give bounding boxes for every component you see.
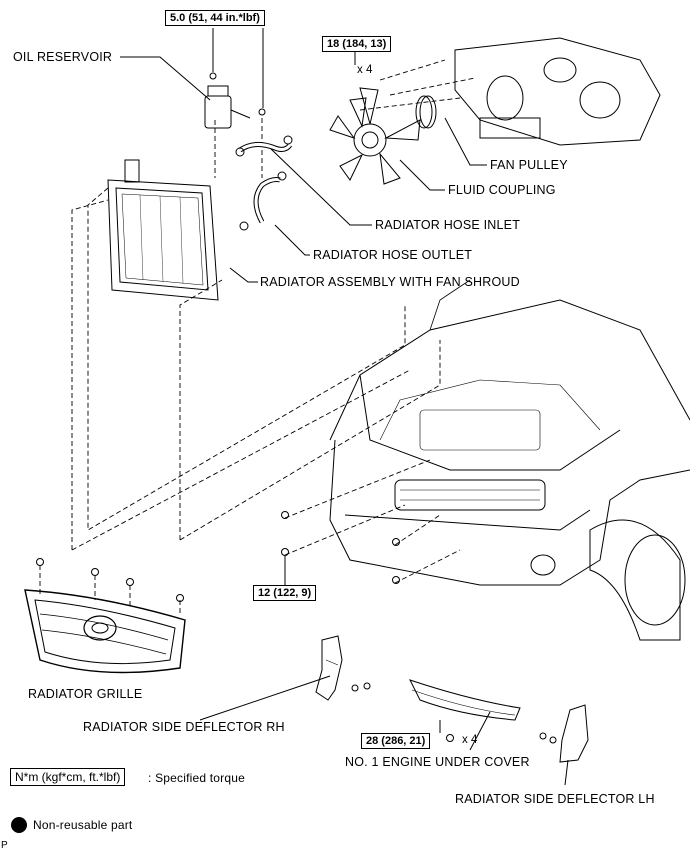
side-deflector-rh-part xyxy=(315,635,343,701)
figure-code: P xyxy=(1,840,8,851)
engine-outline xyxy=(454,37,661,146)
legend-torque-text: : Specified torque xyxy=(148,771,245,785)
fan-pulley-part xyxy=(415,95,437,129)
label-engine-under-cover: NO. 1 ENGINE UNDER COVER xyxy=(345,755,530,769)
label-radiator-hose-inlet: RADIATOR HOSE INLET xyxy=(375,218,521,232)
torque-fan-nut: 18 (184, 13) xyxy=(322,36,392,52)
legend-torque-box: N*m (kgf*cm, ft.*lbf) xyxy=(10,768,126,786)
oil-reservoir-part xyxy=(204,72,266,129)
non-reusable-marker xyxy=(11,817,27,833)
bolts xyxy=(36,511,557,744)
under-cover-quantity: x 4 xyxy=(462,734,478,746)
torque-under-cover: 28 (286, 21) xyxy=(361,733,431,749)
fan-nut-quantity: x 4 xyxy=(357,64,373,76)
projection-lines xyxy=(39,59,476,615)
legend-non-reusable-text: Non-reusable part xyxy=(33,818,133,832)
leader-lines xyxy=(120,28,569,786)
vehicle-outline xyxy=(329,279,690,641)
fan-part xyxy=(329,87,421,185)
label-radiator-assembly: RADIATOR ASSEMBLY WITH FAN SHROUD xyxy=(260,275,520,289)
radiator-part xyxy=(107,159,219,301)
torque-oil-reservoir: 5.0 (51, 44 in.*lbf) xyxy=(165,10,265,26)
label-radiator-hose-outlet: RADIATOR HOSE OUTLET xyxy=(313,248,473,262)
label-side-deflector-lh: RADIATOR SIDE DEFLECTOR LH xyxy=(455,792,655,806)
label-side-deflector-rh: RADIATOR SIDE DEFLECTOR RH xyxy=(83,720,285,734)
hoses xyxy=(235,135,293,231)
label-radiator-grille: RADIATOR GRILLE xyxy=(28,687,143,701)
label-fan-pulley: FAN PULLEY xyxy=(490,158,568,172)
engine-under-cover-part xyxy=(409,679,521,721)
torque-lower-bolt: 12 (122, 9) xyxy=(253,585,317,601)
radiator-grille-part xyxy=(24,589,186,674)
side-deflector-lh-part xyxy=(559,704,589,763)
label-fluid-coupling: FLUID COUPLING xyxy=(448,183,556,197)
label-oil-reservoir: OIL RESERVOIR xyxy=(13,50,113,64)
